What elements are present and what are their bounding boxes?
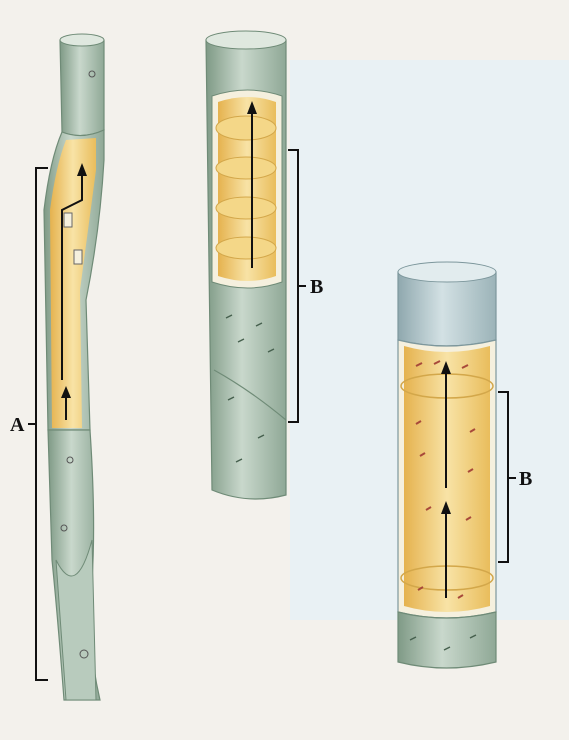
vessel-right	[398, 262, 496, 668]
vessel-middle-rim	[206, 31, 286, 49]
pit-pair-icon	[64, 213, 72, 227]
bracket-a: A	[10, 168, 48, 680]
vessel-middle	[206, 31, 286, 499]
perforation-plate	[216, 197, 276, 219]
tracheid-top-rim	[60, 34, 104, 46]
label-a: A	[10, 414, 25, 436]
pit-pair-icon	[74, 250, 82, 264]
tracheid	[44, 34, 104, 700]
perforation-plate	[216, 157, 276, 179]
label-b-middle: B	[310, 276, 323, 298]
label-b-right: B	[519, 468, 532, 490]
vessel-right-rim	[398, 262, 496, 282]
vessel-right-bottom-cell	[398, 612, 496, 668]
tracheid-top-cell	[60, 35, 104, 136]
perforation-plate	[216, 116, 276, 140]
perforation-plate	[216, 237, 276, 259]
